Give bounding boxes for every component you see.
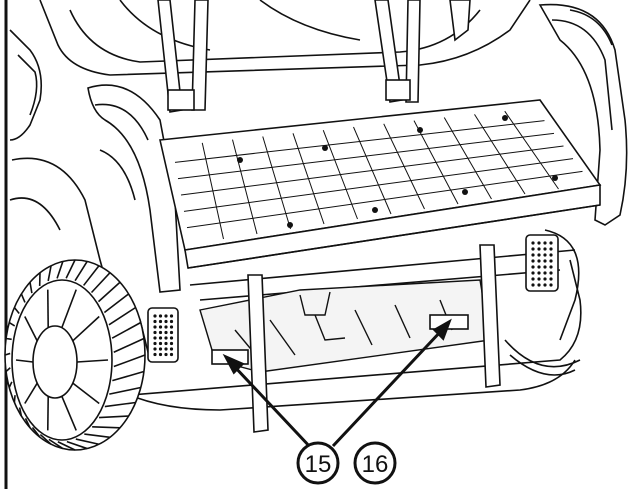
- callout-15: 15: [298, 443, 338, 483]
- right-tail-light: [526, 235, 558, 291]
- callout-16: 16: [355, 443, 395, 483]
- callout-15-label: 15: [305, 451, 332, 478]
- left-tail-light: [148, 308, 178, 362]
- left-rear-wheel: [5, 260, 145, 450]
- callout-16-label: 16: [362, 451, 389, 478]
